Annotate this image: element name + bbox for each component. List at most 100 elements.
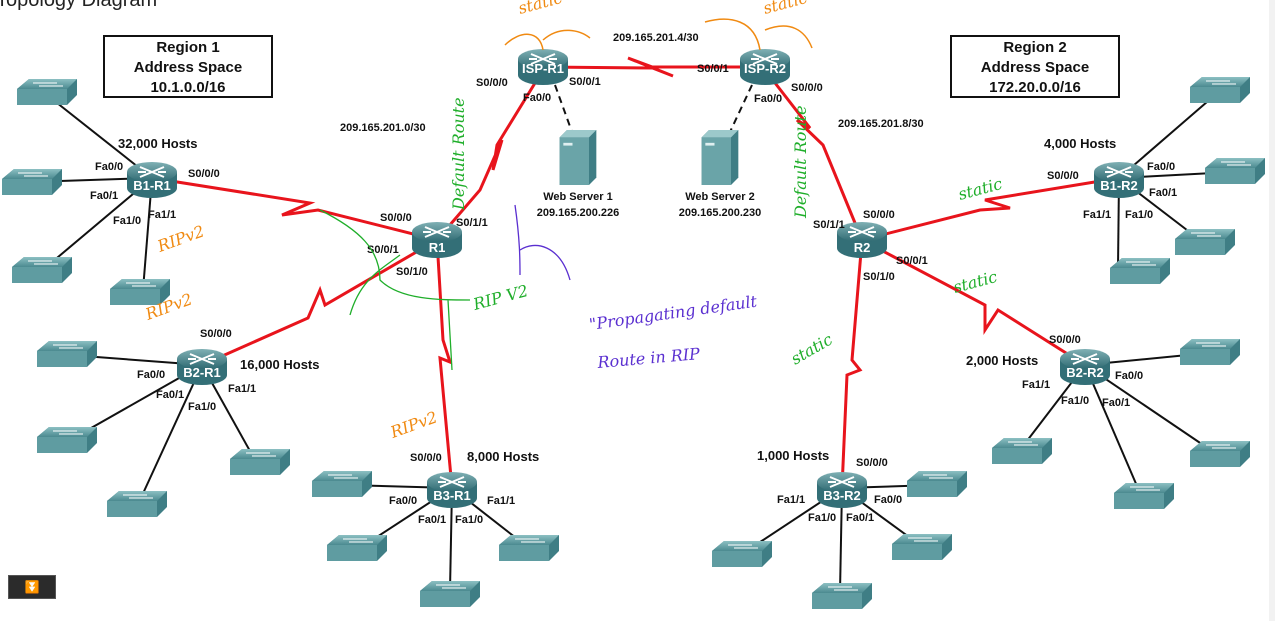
svg-text:B2-R1: B2-R1 xyxy=(183,365,221,380)
svg-text:S0/0/0: S0/0/0 xyxy=(380,212,412,224)
svg-text:209.165.200.226: 209.165.200.226 xyxy=(537,207,620,219)
svg-text:Fa1/1: Fa1/1 xyxy=(228,383,256,395)
switch-icon xyxy=(16,78,78,106)
switch-icon xyxy=(498,534,560,562)
switch-icon xyxy=(326,534,388,562)
web-server-2: Web Server 2 209.165.200.230 xyxy=(679,130,761,219)
link-r1-b1r1 xyxy=(151,176,438,242)
serial-links xyxy=(151,56,1120,489)
svg-text:R1: R1 xyxy=(429,240,446,255)
svg-text:Region 1: Region 1 xyxy=(156,39,219,56)
switch-icon xyxy=(1113,482,1175,510)
annotation-static-isp-r1: static xyxy=(516,0,564,18)
svg-text:Fa0/0: Fa0/0 xyxy=(874,494,902,506)
svg-text:S0/1/0: S0/1/0 xyxy=(863,271,895,283)
link-b2r2-sw3 xyxy=(1084,364,1141,494)
annotation-arrows xyxy=(319,209,471,371)
svg-text:Fa0/0: Fa0/0 xyxy=(95,161,123,173)
svg-text:4,000 Hosts: 4,000 Hosts xyxy=(1044,136,1116,151)
web-server-1: Web Server 1 209.165.200.226 xyxy=(537,130,620,219)
switch-icon xyxy=(891,533,953,561)
svg-text:209.165.201.8/30: 209.165.201.8/30 xyxy=(838,118,924,130)
svg-text:Fa1/1: Fa1/1 xyxy=(777,494,805,506)
svg-text:Fa0/0: Fa0/0 xyxy=(523,92,551,104)
svg-text:ISP-R2: ISP-R2 xyxy=(744,61,786,76)
server-icon xyxy=(559,130,597,185)
svg-text:S0/0/1: S0/0/1 xyxy=(569,76,601,88)
svg-text:Address Space: Address Space xyxy=(981,59,1089,76)
link-r2-b2r2 xyxy=(861,238,1086,367)
svg-text:S0/0/0: S0/0/0 xyxy=(200,328,232,340)
svg-text:Fa1/1: Fa1/1 xyxy=(1022,379,1050,391)
svg-text:S0/0/1: S0/0/1 xyxy=(896,255,928,267)
link-b1r1-sw1 xyxy=(46,94,153,179)
router-b1-r2: B1-R2 xyxy=(1093,161,1145,199)
svg-text:S0/0/0: S0/0/0 xyxy=(856,457,888,469)
svg-text:Fa1/1: Fa1/1 xyxy=(487,495,515,507)
switch-icon xyxy=(1109,257,1171,285)
svg-text:Fa1/0: Fa1/0 xyxy=(1125,209,1153,221)
annotation-propagating-line2: Route in RIP xyxy=(596,344,701,372)
router-isp-r2: ISP-R2 xyxy=(739,48,791,86)
svg-text:B1-R1: B1-R1 xyxy=(133,178,171,193)
router-b3-r1: B3-R1 xyxy=(426,471,478,509)
annotation-static-b3r2: static xyxy=(788,330,836,369)
link-r1-b2r1 xyxy=(201,238,438,367)
router-b2-r2: B2-R2 xyxy=(1059,348,1111,386)
svg-text:B3-R1: B3-R1 xyxy=(433,488,471,503)
annotation-static-b2r2: static xyxy=(951,267,999,297)
link-isp-r2-webserver2 xyxy=(729,84,753,133)
switch-icon xyxy=(106,490,168,518)
svg-text:Fa0/1: Fa0/1 xyxy=(156,389,184,401)
svg-text:R2: R2 xyxy=(854,240,871,255)
svg-text:1,000 Hosts: 1,000 Hosts xyxy=(757,448,829,463)
link-r1-b3r1 xyxy=(435,239,454,489)
switch-icon xyxy=(906,470,968,498)
scrollbar[interactable] xyxy=(1269,0,1275,621)
switch-icon xyxy=(11,256,73,284)
router-b2-r1: B2-R1 xyxy=(176,348,228,386)
annotation-ripv2-b3r1: RIPv2 xyxy=(387,407,440,442)
switch-icon xyxy=(1174,228,1236,256)
page-title: Topology Diagram xyxy=(0,0,157,11)
annotation-arrows xyxy=(504,29,591,51)
svg-text:S0/1/0: S0/1/0 xyxy=(396,266,428,278)
svg-text:S0/0/0: S0/0/0 xyxy=(188,168,220,180)
switch-icon xyxy=(311,470,373,498)
svg-text:8,000 Hosts: 8,000 Hosts xyxy=(467,449,539,464)
region-2-box: Region 2 Address Space 172.20.0.0/16 xyxy=(950,35,1120,98)
annotation-arrows xyxy=(704,18,813,51)
router-r2: R2 xyxy=(836,221,888,259)
annotation-default-route-r1: Default Route xyxy=(449,97,468,211)
annotation-static-isp-r2: static xyxy=(761,0,809,18)
svg-text:Web Server 1: Web Server 1 xyxy=(543,191,613,203)
switch-icon xyxy=(36,340,98,368)
svg-text:Fa1/0: Fa1/0 xyxy=(808,512,836,524)
svg-text:Region 2: Region 2 xyxy=(1003,39,1066,56)
svg-text:B3-R2: B3-R2 xyxy=(823,488,861,503)
switch-icon xyxy=(991,437,1053,465)
link-r2-b1r2 xyxy=(861,176,1120,242)
switch-icon xyxy=(1179,338,1241,366)
network-labels: 209.165.201.4/30 209.165.201.0/30 209.16… xyxy=(340,32,924,134)
svg-text:S0/0/0: S0/0/0 xyxy=(1049,334,1081,346)
svg-text:Fa0/0: Fa0/0 xyxy=(389,495,417,507)
svg-text:S0/1/1: S0/1/1 xyxy=(456,217,488,229)
svg-text:Fa1/0: Fa1/0 xyxy=(455,514,483,526)
svg-text:ISP-R1: ISP-R1 xyxy=(522,61,564,76)
router-isp-r1: ISP-R1 xyxy=(517,48,569,86)
expand-button[interactable]: ⏬ xyxy=(8,575,56,599)
router-b3-r2: B3-R2 xyxy=(816,471,868,509)
svg-text:Fa1/0: Fa1/0 xyxy=(188,401,216,413)
annotation-arrows xyxy=(514,204,571,281)
svg-text:S0/1/1: S0/1/1 xyxy=(813,219,845,231)
svg-text:Fa1/1: Fa1/1 xyxy=(1083,209,1111,221)
host-counts: 32,000 Hosts 16,000 Hosts 8,000 Hosts 4,… xyxy=(118,136,1116,464)
switch-icon xyxy=(1189,76,1251,104)
svg-text:Fa0/0: Fa0/0 xyxy=(754,93,782,105)
svg-text:Fa0/1: Fa0/1 xyxy=(1149,187,1177,199)
svg-text:B1-R2: B1-R2 xyxy=(1100,178,1138,193)
router-b1-r1: B1-R1 xyxy=(126,161,178,199)
svg-text:Fa1/0: Fa1/0 xyxy=(113,215,141,227)
